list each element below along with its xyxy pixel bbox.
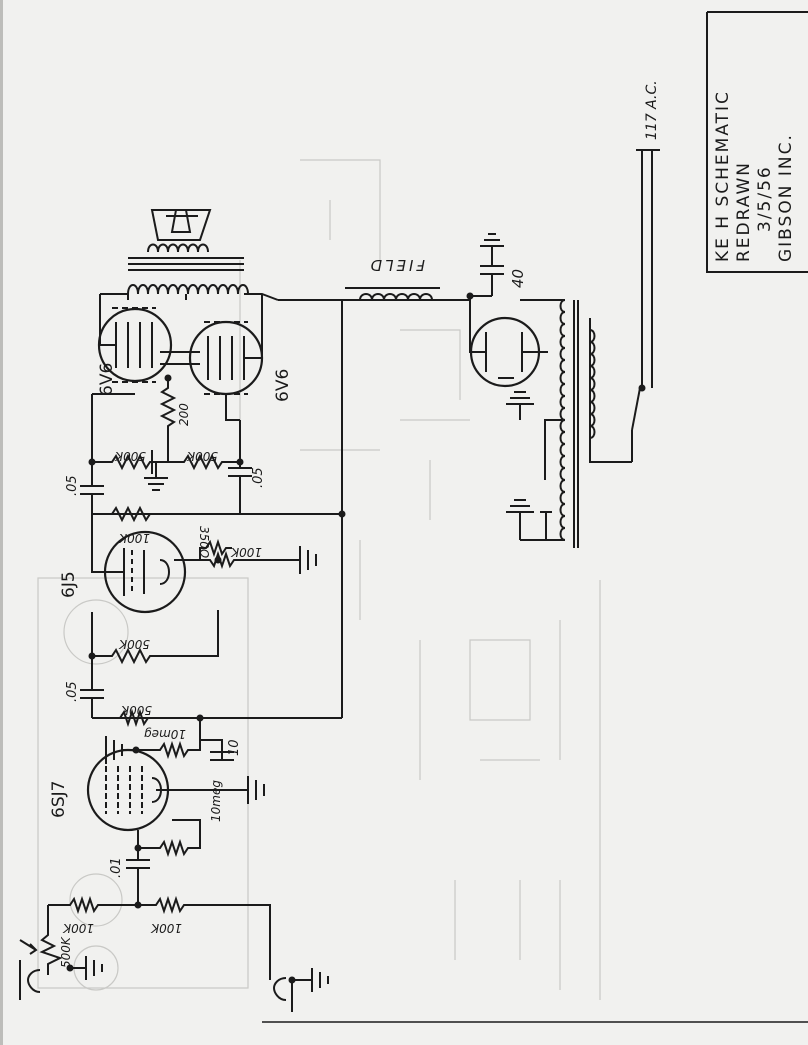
preamp-tube: 500K 10meg 10 6SJ7 <box>49 703 265 832</box>
output-tube-a: 6V6 <box>97 294 173 396</box>
grid-res-a-label: 500K <box>114 449 146 463</box>
preamp-input-network: .01 10meg 100K 100K <box>48 780 271 980</box>
grid-res-driver-label: 500K <box>118 637 150 651</box>
title-line-1: KE H SCHEMATIC <box>713 90 733 262</box>
page-border-left <box>0 0 3 1045</box>
field-coil-label: FIELD <box>368 256 425 274</box>
plate-res-pre-label: 500K <box>120 703 152 717</box>
grid-res-b-label: 500K <box>186 449 218 463</box>
grid-res-pre-label: 10meg <box>209 780 223 822</box>
output-tube-b: 6V6 <box>188 294 293 402</box>
driver-grid-network: 500K .05 <box>65 610 219 718</box>
output-cathode-label: 200 <box>177 403 191 426</box>
title-line-3: 3/5/56 <box>755 165 775 232</box>
output-cathode-resistor: 200 <box>151 378 191 474</box>
output-tube-b-label: 6V6 <box>273 369 293 402</box>
input-jack-2 <box>272 968 329 1012</box>
input-res-a-label: 100K <box>62 921 94 935</box>
coupling-cap-pre-label: .05 <box>65 681 80 702</box>
volume-pot-label: 500K <box>59 936 73 968</box>
coupling-cap-b-label: .05 <box>251 467 266 488</box>
preamp-tube-label: 6SJ7 <box>49 781 69 818</box>
output-transformer <box>100 209 279 301</box>
output-tube-a-label: 6V6 <box>97 363 117 396</box>
screen-cap-pre-label: 10 <box>227 739 242 756</box>
cathode-bypass-label: 100K <box>230 545 262 559</box>
cathode-res-driver-label: 350Ω <box>197 526 211 559</box>
driver-tube: 100K 6J5 <box>59 505 240 614</box>
title-block: KE H SCHEMATIC REDRAWN 3/5/56 GIBSON INC… <box>706 11 808 273</box>
output-grid-network: 500K 500K .05 .05 <box>65 393 266 514</box>
supply-label: 117 A.C. <box>644 80 660 140</box>
title-line-4: GIBSON INC. <box>776 133 796 262</box>
ac-input: 117 A.C. <box>631 80 660 462</box>
power-transformer <box>520 299 632 548</box>
driver-tube-label: 6J5 <box>59 571 79 598</box>
volume-pot: 500K <box>19 905 103 1000</box>
filter-capacitor: 40 <box>480 233 527 296</box>
ground-symbols-power <box>506 391 552 540</box>
plate-res-driver-label: 100K <box>118 531 150 545</box>
input-res-b-label: 100K <box>150 921 182 935</box>
input-cap-label: .01 <box>109 857 124 878</box>
title-line-2: REDRAWN <box>734 161 754 262</box>
circuit: 117 A.C. 40 <box>19 80 660 1012</box>
driver-cathode-network: 350Ω 100K <box>174 526 317 574</box>
field-coil: FIELD <box>342 256 470 301</box>
screen-res-pre-label: 10meg <box>144 727 186 741</box>
coupling-cap-a-label: .05 <box>65 475 80 496</box>
rectifier-tube <box>466 292 548 388</box>
filter-cap-label: 40 <box>509 269 527 288</box>
